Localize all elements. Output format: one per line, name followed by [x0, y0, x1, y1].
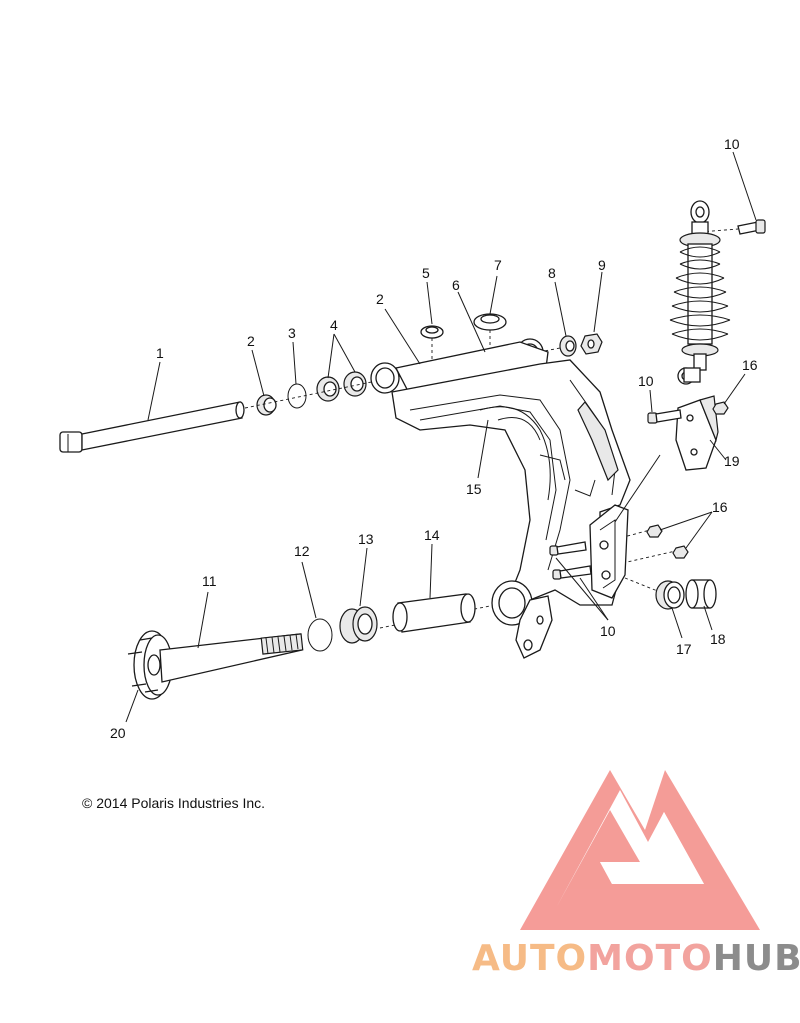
- callout-10-lower: 10: [600, 623, 616, 639]
- leader-lines: [125, 151, 757, 723]
- part-9-nut: [580, 333, 603, 355]
- part-17-bushing: [655, 580, 685, 610]
- part-19-mount-plate: [675, 395, 719, 471]
- part-18-bushing: [685, 579, 717, 609]
- callout-3: 3: [288, 325, 296, 341]
- callout-20: 20: [110, 725, 126, 741]
- callout-2-left: 2: [247, 333, 255, 349]
- part-2-bushing-left: [256, 394, 277, 416]
- callout-12: 12: [294, 543, 310, 559]
- part-8-bearing: [559, 335, 577, 357]
- part-3-snap-ring: [287, 383, 307, 409]
- part-7-seal: [473, 313, 507, 331]
- callout-18: 18: [710, 631, 726, 647]
- callout-11: 11: [202, 573, 217, 589]
- callout-14: 14: [424, 527, 440, 543]
- callout-7: 7: [494, 257, 502, 273]
- part-13-bearing: [339, 606, 378, 644]
- callout-10-mid: 10: [638, 373, 654, 389]
- watermark-hub: HUB: [713, 938, 800, 979]
- watermark-logo: [520, 770, 760, 930]
- part-5-seal: [420, 325, 444, 339]
- callout-6: 6: [452, 277, 460, 293]
- part-10-bolts-lower: [549, 541, 592, 580]
- watermark-moto: MOTO: [587, 938, 713, 979]
- part-15-swing-arm: [370, 338, 631, 659]
- callout-2-right: 2: [376, 291, 384, 307]
- watermark-text: AUTOMOTOHUB: [472, 938, 800, 979]
- part-4-bearings: [316, 371, 367, 402]
- part-10-bolt-mid: [647, 409, 682, 424]
- watermark-auto: AUTO: [472, 938, 587, 979]
- part-11-axle: [127, 630, 304, 700]
- part-14-spacer-tube: [392, 593, 476, 633]
- callout-17: 17: [676, 641, 692, 657]
- callout-15: 15: [466, 481, 482, 497]
- callout-labels: 1 2 3 4 2 5 6 7 8 9 10 10 16 19 15 16 10…: [110, 136, 758, 741]
- copyright-text: © 2014 Polaris Industries Inc.: [82, 795, 265, 811]
- part-12-snap-ring: [307, 618, 333, 652]
- part-1-bolt: [59, 401, 245, 453]
- callout-16-lower: 16: [712, 499, 728, 515]
- shock-absorber: [669, 200, 731, 385]
- callout-9: 9: [598, 257, 606, 273]
- callout-4: 4: [330, 317, 338, 333]
- callout-10-top: 10: [724, 136, 740, 152]
- callout-13: 13: [358, 531, 374, 547]
- callout-1: 1: [156, 345, 164, 361]
- callout-16-top: 16: [742, 357, 758, 373]
- callout-8: 8: [548, 265, 556, 281]
- part-10-bolt-top: [737, 219, 766, 235]
- callout-5: 5: [422, 265, 430, 281]
- part-16-nuts-lower: [646, 524, 689, 559]
- part-16-nut-top: [712, 401, 729, 415]
- callout-19: 19: [724, 453, 740, 469]
